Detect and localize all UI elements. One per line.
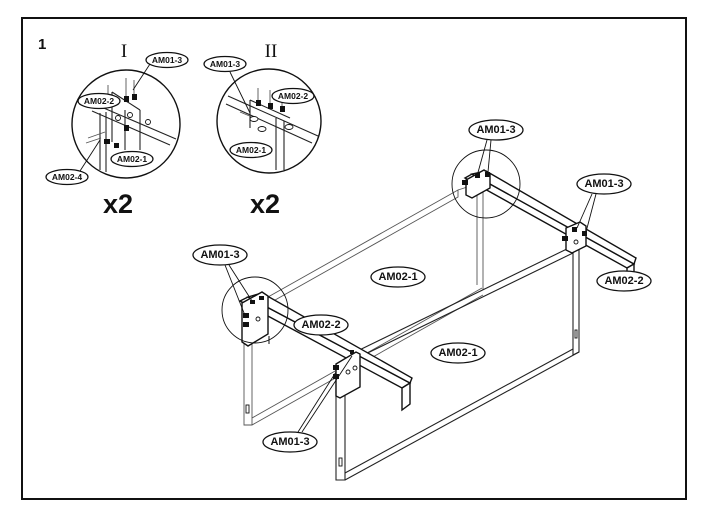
front-beam	[238, 292, 413, 412]
label-top-back-oval	[468, 119, 524, 141]
label-bottom-oval	[262, 431, 318, 453]
step-number: 1	[38, 36, 46, 53]
label-top-back: AM01-3	[476, 124, 515, 136]
label-front-beam: AM02-2	[301, 319, 340, 331]
detail-1-label-am02-1-oval	[110, 150, 154, 168]
label-panel-back-oval	[370, 266, 426, 288]
label-right-end-oval	[596, 270, 652, 292]
detail-1-label-am02-1: AM02-1	[117, 154, 148, 164]
label-front-beam-oval	[293, 314, 349, 336]
label-panel-front-oval	[430, 342, 486, 364]
label-left-top: AM01-3	[200, 249, 239, 261]
label-bottom: AM01-3	[270, 436, 309, 448]
detail-2-label-am01-3-oval	[203, 55, 247, 73]
front-panel	[268, 243, 580, 481]
detail-2-multiplier: x2	[250, 189, 280, 219]
label-right-end: AM02-2	[604, 275, 643, 287]
bracket-plates	[241, 169, 587, 399]
main-assembly: AM01-3 AM01-3 AM02-2 AM01-3 AM02-1 AM02-…	[192, 119, 652, 481]
detail-1-label-am02-2: AM02-2	[84, 96, 115, 106]
detail-2-circle	[216, 68, 322, 174]
label-panel-back: AM02-1	[378, 271, 417, 283]
detail-1-label-am01-3-oval	[145, 51, 189, 69]
detail-1-roman: I	[121, 41, 127, 62]
detail-view-2: II AM01-3 AM02-2 AM02-1 x2	[203, 41, 322, 219]
detail-2-label-am02-1: AM02-1	[236, 145, 267, 155]
detail-2-label-am02-1-oval	[229, 141, 273, 159]
page-frame	[21, 17, 687, 500]
detail-1-label-am02-4-oval	[45, 168, 89, 186]
detail-1-label-am02-2-oval	[77, 92, 121, 110]
detail-2-label-am02-2: AM02-2	[278, 91, 309, 101]
label-panel-front: AM02-1	[438, 347, 477, 359]
detail-1-multiplier: x2	[103, 189, 133, 219]
detail-view-1: I AM01-3	[45, 41, 189, 219]
detail-2-roman: II	[265, 41, 278, 62]
label-left-top-oval	[192, 244, 248, 266]
detail-1-parts	[85, 78, 177, 172]
label-right-bolt: AM01-3	[584, 178, 623, 190]
zoom-circle-front	[221, 276, 289, 344]
detail-1-label-am01-3: AM01-3	[152, 55, 183, 65]
zoom-circle-back	[451, 149, 521, 219]
label-right-bolt-oval	[576, 173, 632, 195]
detail-2-label-am02-2-oval	[271, 87, 315, 105]
detail-1-label-am02-4: AM02-4	[52, 172, 83, 182]
leg-slots	[245, 329, 578, 467]
detail-2-label-am01-3: AM01-3	[210, 59, 241, 69]
